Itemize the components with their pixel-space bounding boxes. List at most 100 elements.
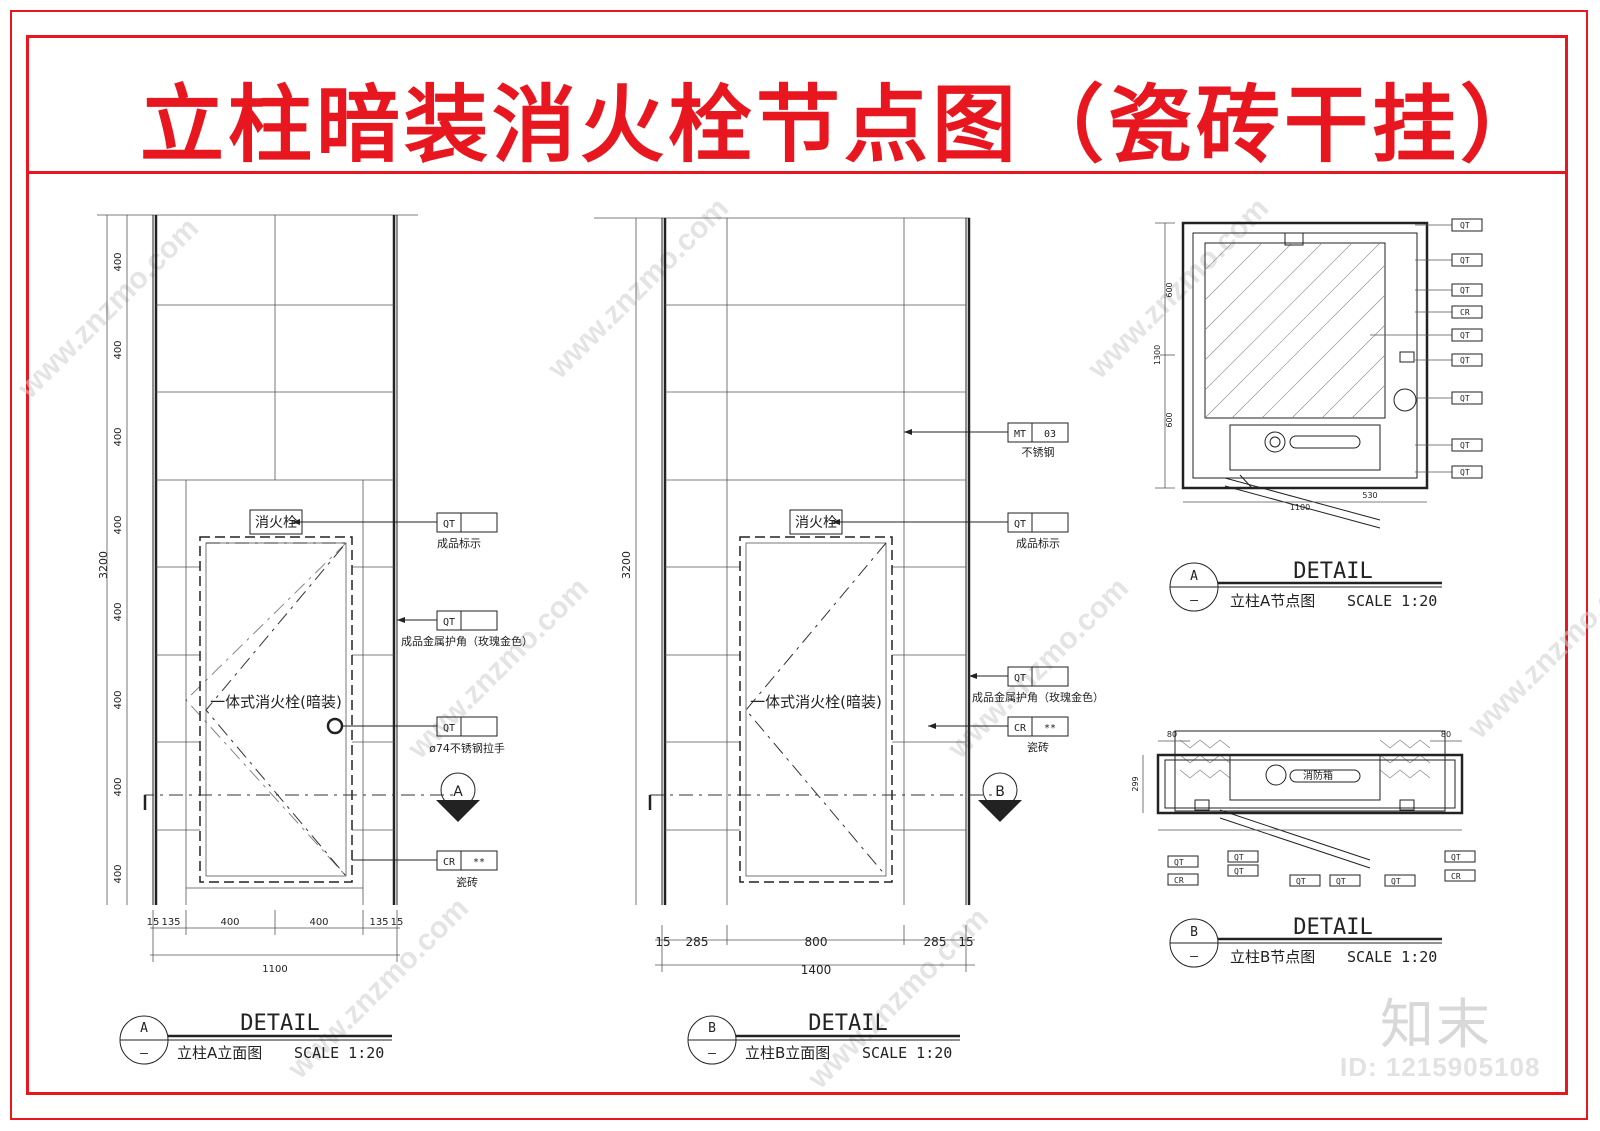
outer-frame: [10, 10, 1588, 1120]
callout-note: 成品金属护角（玫瑰金色）: [972, 690, 1104, 704]
node-dim: 600: [1165, 412, 1174, 427]
callout-value: 03: [1044, 429, 1056, 440]
row-dim: 400: [113, 777, 124, 796]
row-dim: 400: [113, 340, 124, 359]
cabinet-sign-text: 消火栓: [795, 515, 837, 531]
detail-num: B: [1190, 925, 1198, 940]
tag-code: QT: [1460, 221, 1470, 230]
node-dim: 600: [1165, 282, 1174, 297]
callout-code: QT: [443, 617, 455, 628]
brand-logo: 知末: [1380, 993, 1492, 1056]
tag-code: QT: [1460, 394, 1470, 403]
detail-num: B: [708, 1021, 716, 1036]
callout-note: 瓷砖: [1027, 740, 1049, 754]
row-dim: 400: [113, 864, 124, 883]
total-height-dim: 3200: [620, 551, 633, 579]
callout-note: 成品金属护角（玫瑰金色）: [401, 634, 533, 648]
detail-word: DETAIL: [1293, 915, 1372, 940]
detail-sub: —: [708, 1046, 716, 1061]
image-id: ID: 1215905108: [1340, 1052, 1541, 1082]
cabinet-sign-text: 消火栓: [255, 515, 297, 531]
detail-scale: SCALE 1:20: [1347, 592, 1437, 610]
callout-note: 成品标示: [437, 536, 481, 550]
node-dim: 530: [1362, 491, 1377, 500]
callout-code: QT: [443, 519, 455, 530]
page-title: 立柱暗装消火栓节点图（瓷砖干挂）: [140, 76, 1549, 174]
tag-code: QT: [1391, 877, 1401, 886]
tag-code: QT: [1234, 853, 1244, 862]
row-dim: 400: [113, 427, 124, 446]
total-width-dim: 1400: [801, 963, 832, 977]
watermark-text: www.znzmo.com: [1081, 192, 1275, 386]
tag-code: QT: [1336, 877, 1346, 886]
section-mark-a: A: [453, 784, 463, 800]
section-sub-b: -: [998, 804, 1002, 818]
row-dim: 400: [113, 690, 124, 709]
tag-code: CR: [1451, 872, 1461, 881]
callout-value: **: [473, 857, 485, 868]
callout-note: 瓷砖: [456, 875, 478, 889]
callout-code: QT: [443, 723, 455, 734]
cabinet-label: 一体式消火栓(暗装): [750, 693, 882, 711]
detail-sub: —: [140, 1046, 148, 1061]
title-divider: [26, 171, 1568, 174]
bottom-dim: 400: [309, 917, 328, 928]
node-dim: 80: [1441, 730, 1451, 739]
tag-code: QT: [1451, 853, 1461, 862]
detail-name: 立柱B立面图: [745, 1044, 830, 1062]
watermark-text: www.znzmo.com: [1461, 552, 1600, 746]
tag-code: QT: [1460, 331, 1470, 340]
tag-code: QT: [1460, 256, 1470, 265]
detail-word: DETAIL: [808, 1011, 887, 1036]
detail-num: A: [140, 1021, 148, 1036]
tag-code: QT: [1234, 867, 1244, 876]
watermark-text: www.znzmo.com: [11, 212, 205, 406]
section-sub-a: -: [456, 804, 460, 818]
bottom-dim: 15: [958, 935, 973, 949]
watermark-text: www.znzmo.com: [401, 572, 595, 766]
node-dim: 1100: [1290, 503, 1310, 512]
detail-scale: SCALE 1:20: [294, 1044, 384, 1062]
detail-scale: SCALE 1:20: [862, 1044, 952, 1062]
tag-code: QT: [1460, 468, 1470, 477]
tag-code: QT: [1460, 356, 1470, 365]
node-dim: 80: [1167, 730, 1177, 739]
detail-num: A: [1190, 569, 1198, 584]
node-b-tags: QT CR QT QT QT QT QT QT CR: [1167, 850, 1476, 887]
node-a: 600 1300 600 1100 530 QT QT QT CR QT QT …: [1153, 218, 1483, 612]
node-dim: 299: [1131, 776, 1140, 791]
bottom-dim: 400: [220, 917, 239, 928]
bottom-dim: 135: [369, 917, 388, 928]
callout-code: QT: [1014, 673, 1026, 684]
bottom-dim: 135: [161, 917, 180, 928]
row-dim: 400: [113, 252, 124, 271]
callout-code: QT: [1014, 519, 1026, 530]
callout-code: CR: [1014, 723, 1027, 734]
total-width-dim: 1100: [262, 964, 287, 975]
elevation-b: 消火栓 一体式消火栓(暗装) B - 3200 15 285 800 285 1…: [594, 217, 1104, 1065]
row-dim: 400: [113, 515, 124, 534]
callout-code: CR: [443, 857, 456, 868]
detail-name: 立柱A立面图: [177, 1044, 262, 1062]
tag-code: QT: [1460, 441, 1470, 450]
callout-note: 不锈钢: [1022, 446, 1055, 459]
detail-word: DETAIL: [240, 1011, 319, 1036]
detail-name: 立柱B节点图: [1230, 948, 1315, 966]
section-mark-b: B: [995, 784, 1005, 800]
detail-scale: SCALE 1:20: [1347, 948, 1437, 966]
callout-note: ø74不锈钢拉手: [429, 741, 505, 755]
tag-code: CR: [1460, 308, 1470, 317]
node-b-cabinet-text: 消防箱: [1303, 769, 1333, 782]
detail-sub: —: [1190, 949, 1198, 964]
callout-value: **: [1044, 723, 1056, 734]
watermark-text: www.znzmo.com: [541, 192, 735, 386]
detail-sub: —: [1190, 593, 1198, 608]
bottom-dim: 15: [391, 917, 404, 928]
node-a-tags: QT QT QT CR QT QT QT QT QT: [1370, 218, 1483, 479]
bottom-dim: 15: [147, 917, 160, 928]
bottom-dim: 15: [655, 935, 670, 949]
elevation-a: 消火栓 一体式消火栓(暗装) A - 3200 400 400 400 400 …: [97, 214, 533, 1065]
row-dim: 400: [113, 602, 124, 621]
inner-frame: [26, 35, 1568, 1095]
